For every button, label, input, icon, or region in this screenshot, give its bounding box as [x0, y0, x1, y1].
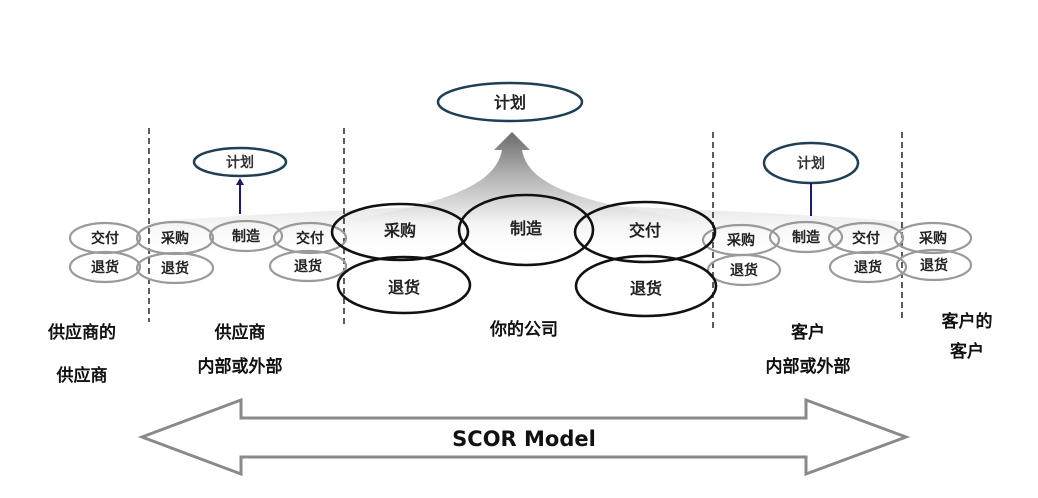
supplier-supplier-deliver: 交付	[91, 230, 119, 247]
supplier-deliver-return: 退货	[294, 258, 322, 275]
company-source-ellipse	[330, 202, 470, 262]
supplier-source: 采购	[160, 230, 189, 247]
zone-customer-line2: 内部或外部	[766, 356, 851, 377]
customer-plan-label: 计划	[797, 155, 825, 172]
supplier-plan: 计划	[192, 146, 288, 214]
supplier-make: 制造	[232, 228, 260, 245]
zone-your-company: 你的公司	[489, 319, 558, 340]
zone-suppliers-supplier-line2: 供应商	[56, 365, 108, 386]
company-make: 制造	[510, 219, 543, 238]
company-deliver-return: 退货	[630, 279, 662, 298]
company-return-source-ellipse	[336, 255, 472, 315]
customer-make: 制造	[792, 229, 820, 246]
company-plan: 计划	[436, 81, 584, 123]
customer-deliver: 交付	[852, 230, 880, 247]
customer-plan: 计划	[762, 141, 860, 216]
customer-customer-return: 退货	[920, 257, 948, 274]
company-make-ellipse	[457, 193, 595, 267]
company-deliver-ellipse	[573, 200, 717, 264]
supplier-source-return: 退货	[161, 260, 189, 277]
scor-model-label: SCOR Model	[452, 427, 596, 451]
zone-supplier-line1: 供应商	[214, 322, 266, 343]
company-return-deliver-ellipse	[574, 254, 718, 318]
supplier-plan-arrowhead	[236, 178, 244, 185]
company-source-return: 退货	[388, 278, 420, 297]
supplier-supplier-return: 退货	[91, 259, 119, 276]
customer-source-return: 退货	[730, 262, 758, 279]
hub-arrow	[340, 132, 710, 222]
zone-supplier-line2: 内部或外部	[198, 356, 283, 377]
customer-deliver-return: 退货	[854, 259, 882, 276]
company-deliver: 交付	[629, 221, 661, 240]
company-source: 采购	[383, 221, 416, 240]
company-plan-label: 计划	[494, 93, 526, 112]
customer-customer-source: 采购	[918, 230, 947, 247]
customer-source: 采购	[726, 232, 755, 249]
zone-customers-customer-line1: 客户的	[941, 311, 993, 332]
scor-double-arrow	[137, 397, 911, 477]
zone-customers-customer-line2: 客户	[949, 341, 984, 362]
zone-suppliers-supplier-line1: 供应商的	[47, 322, 116, 343]
supplier-deliver: 交付	[296, 230, 324, 247]
zone-customer-line1: 客户	[790, 322, 825, 343]
supplier-plan-label: 计划	[226, 154, 254, 171]
